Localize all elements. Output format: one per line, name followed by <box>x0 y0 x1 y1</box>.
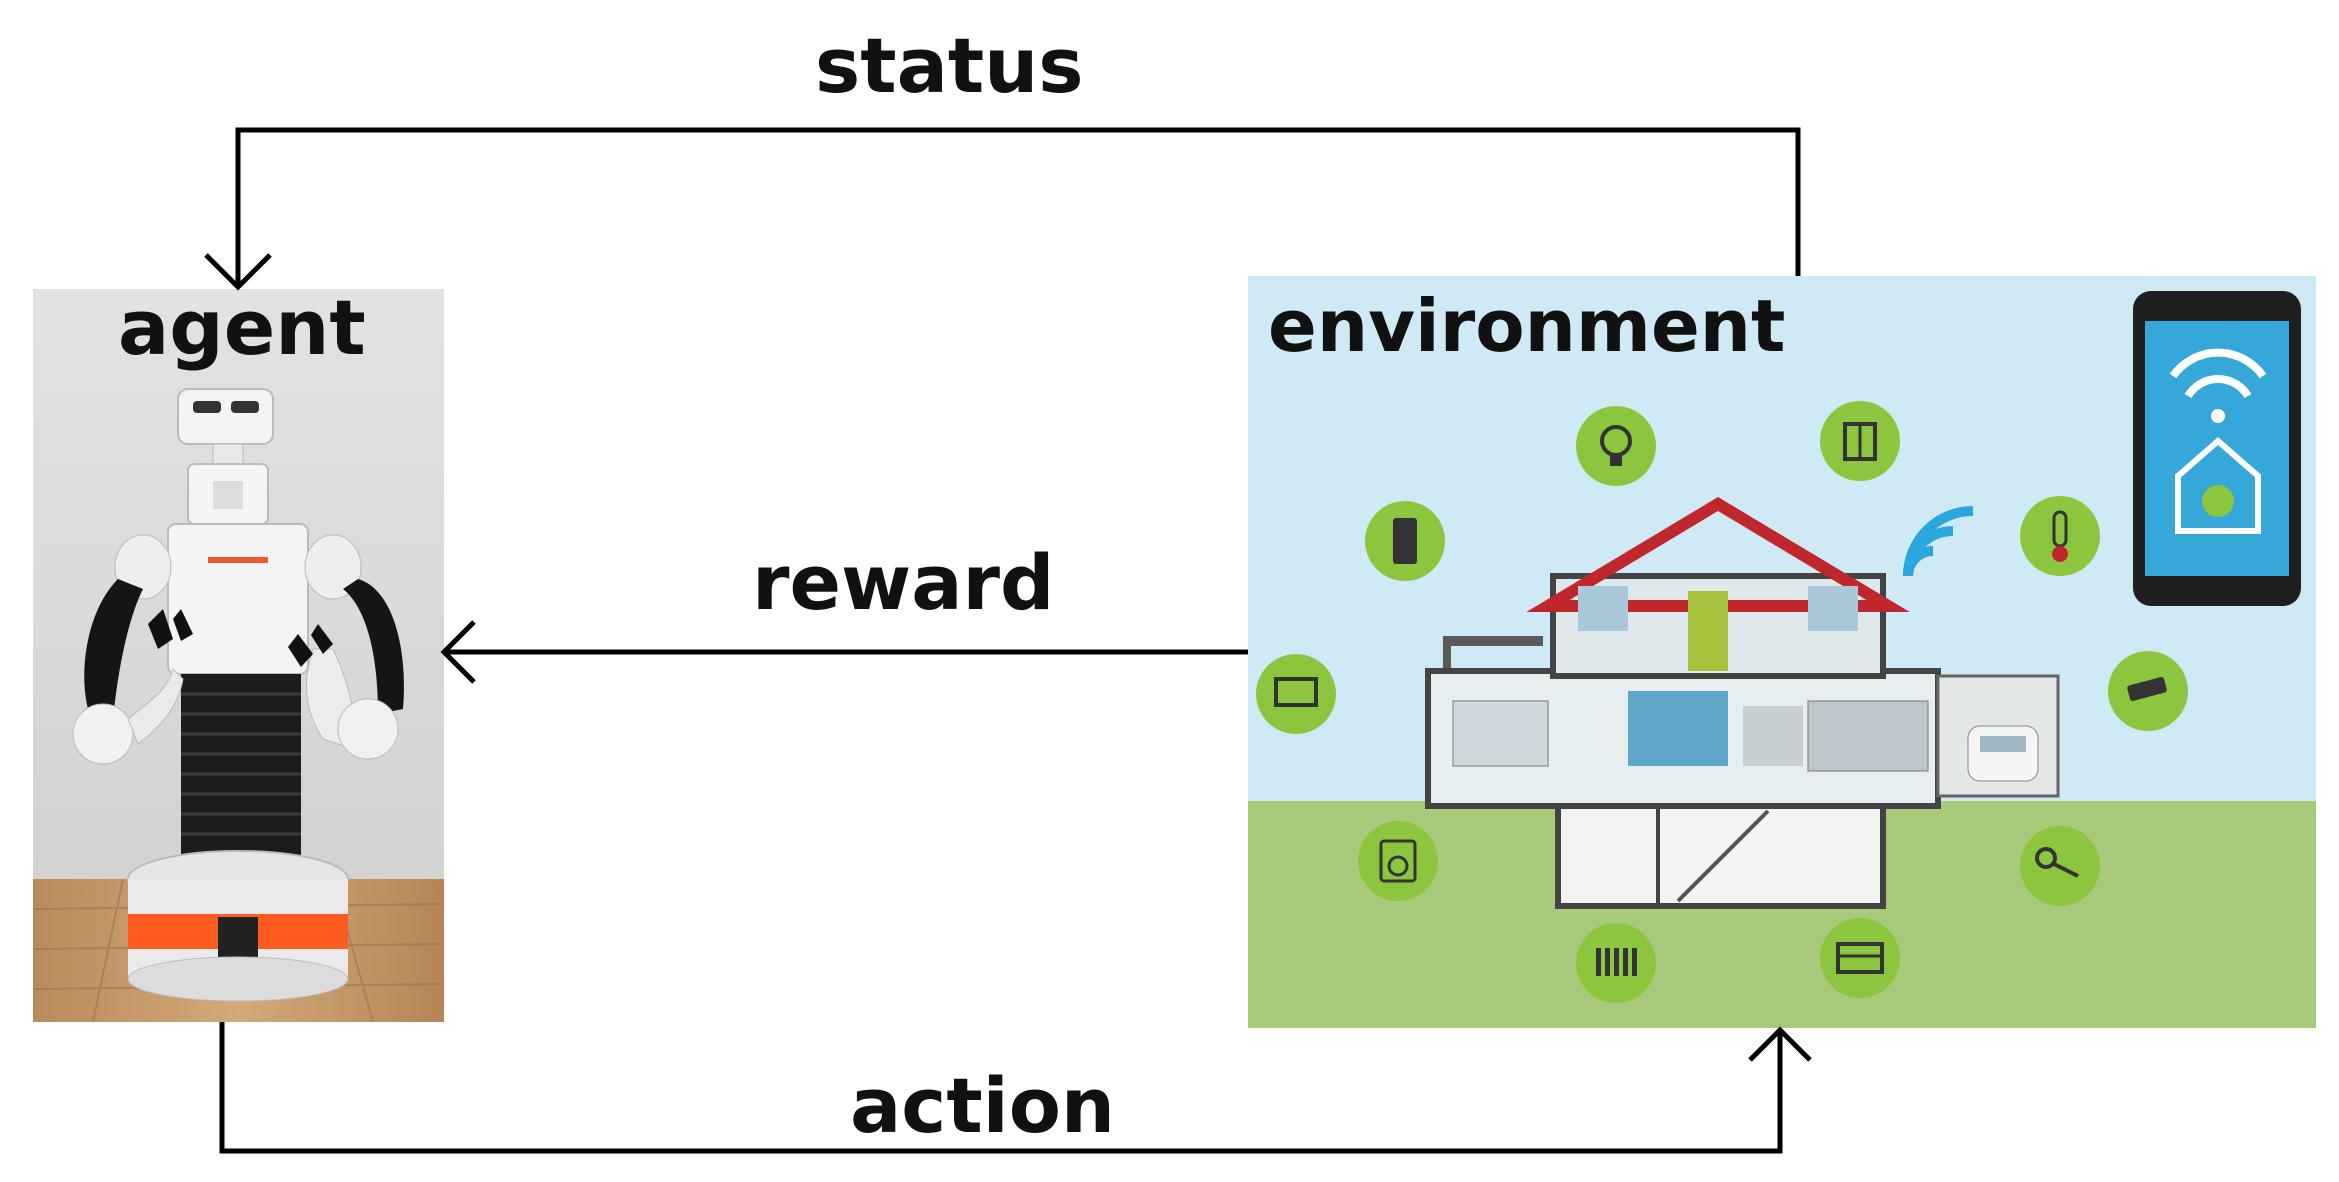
smartphone-icon <box>2133 291 2301 606</box>
thermometer-icon <box>2020 496 2100 576</box>
wifi-signal-icon <box>1903 506 1974 577</box>
window-icon <box>1820 401 1900 481</box>
smart-home-illustration <box>1248 276 2316 1028</box>
lightbulb-icon <box>1576 406 1656 486</box>
robot-torso <box>167 523 309 864</box>
environment-image <box>1248 276 2316 1028</box>
washing-machine-icon <box>1358 821 1438 901</box>
action-arrowhead <box>1748 1026 1812 1062</box>
robot-right-arm <box>288 534 404 760</box>
security-camera-icon <box>2108 651 2188 731</box>
feature-icons <box>1256 401 2188 1003</box>
environment-label: environment <box>1268 284 1786 368</box>
radiator-icon <box>1576 923 1656 1003</box>
robot-illustration <box>33 289 444 1022</box>
status-arrowhead <box>204 253 272 291</box>
tv-icon <box>1256 654 1336 734</box>
intercom-icon <box>1365 501 1445 581</box>
status-arrow-line <box>235 127 1801 285</box>
agent-image <box>33 289 444 1022</box>
key-icon <box>2020 826 2100 906</box>
robot-base <box>127 850 349 1002</box>
reward-arrowhead <box>440 620 476 684</box>
garage-door-icon <box>1820 918 1900 998</box>
agent-label: agent <box>118 283 366 372</box>
status-label: status <box>815 21 1084 110</box>
robot-left-arm <box>72 534 193 765</box>
robot-head <box>177 388 274 525</box>
action-label: action <box>850 1061 1116 1150</box>
reward-label: reward <box>752 538 1055 627</box>
house-cutaway <box>1425 497 2060 909</box>
action-arrow-line <box>219 1022 1783 1154</box>
